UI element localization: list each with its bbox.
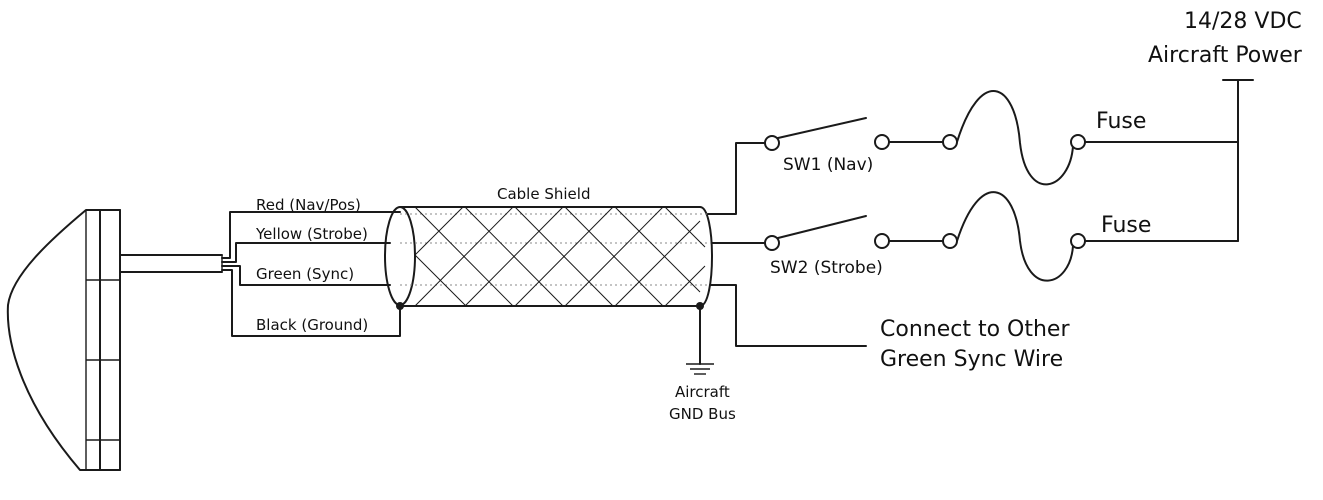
ground-symbol xyxy=(686,305,714,375)
ground-label-line2: GND Bus xyxy=(669,405,736,423)
wire-label-yellow: Yellow (Strobe) xyxy=(255,225,368,243)
sw2-label: SW2 (Strobe) xyxy=(770,258,883,278)
wire-label-green: Green (Sync) xyxy=(256,265,354,283)
fuse-label-nav: Fuse xyxy=(1096,109,1146,134)
wire-label-black: Black (Ground) xyxy=(256,316,368,334)
ground-label-line1: Aircraft xyxy=(675,383,730,401)
sync-wire xyxy=(709,284,867,347)
power-label-line1: 14/28 VDC xyxy=(1184,9,1302,34)
power-bus xyxy=(1222,79,1254,242)
cable-shield xyxy=(384,206,713,310)
wire-bundle xyxy=(221,211,401,337)
power-label-line2: Aircraft Power xyxy=(1148,43,1303,68)
sync-label-line1: Connect to Other xyxy=(880,317,1070,342)
strobe-circuit xyxy=(711,191,1239,282)
wire-label-red: Red (Nav/Pos) xyxy=(256,196,361,214)
cable-shield-label: Cable Shield xyxy=(497,185,590,203)
sync-label-line2: Green Sync Wire xyxy=(880,347,1063,372)
light-fixture xyxy=(6,209,223,471)
nav-circuit xyxy=(707,90,1239,215)
sw1-label: SW1 (Nav) xyxy=(783,155,873,175)
fuse-label-strobe: Fuse xyxy=(1101,213,1151,238)
